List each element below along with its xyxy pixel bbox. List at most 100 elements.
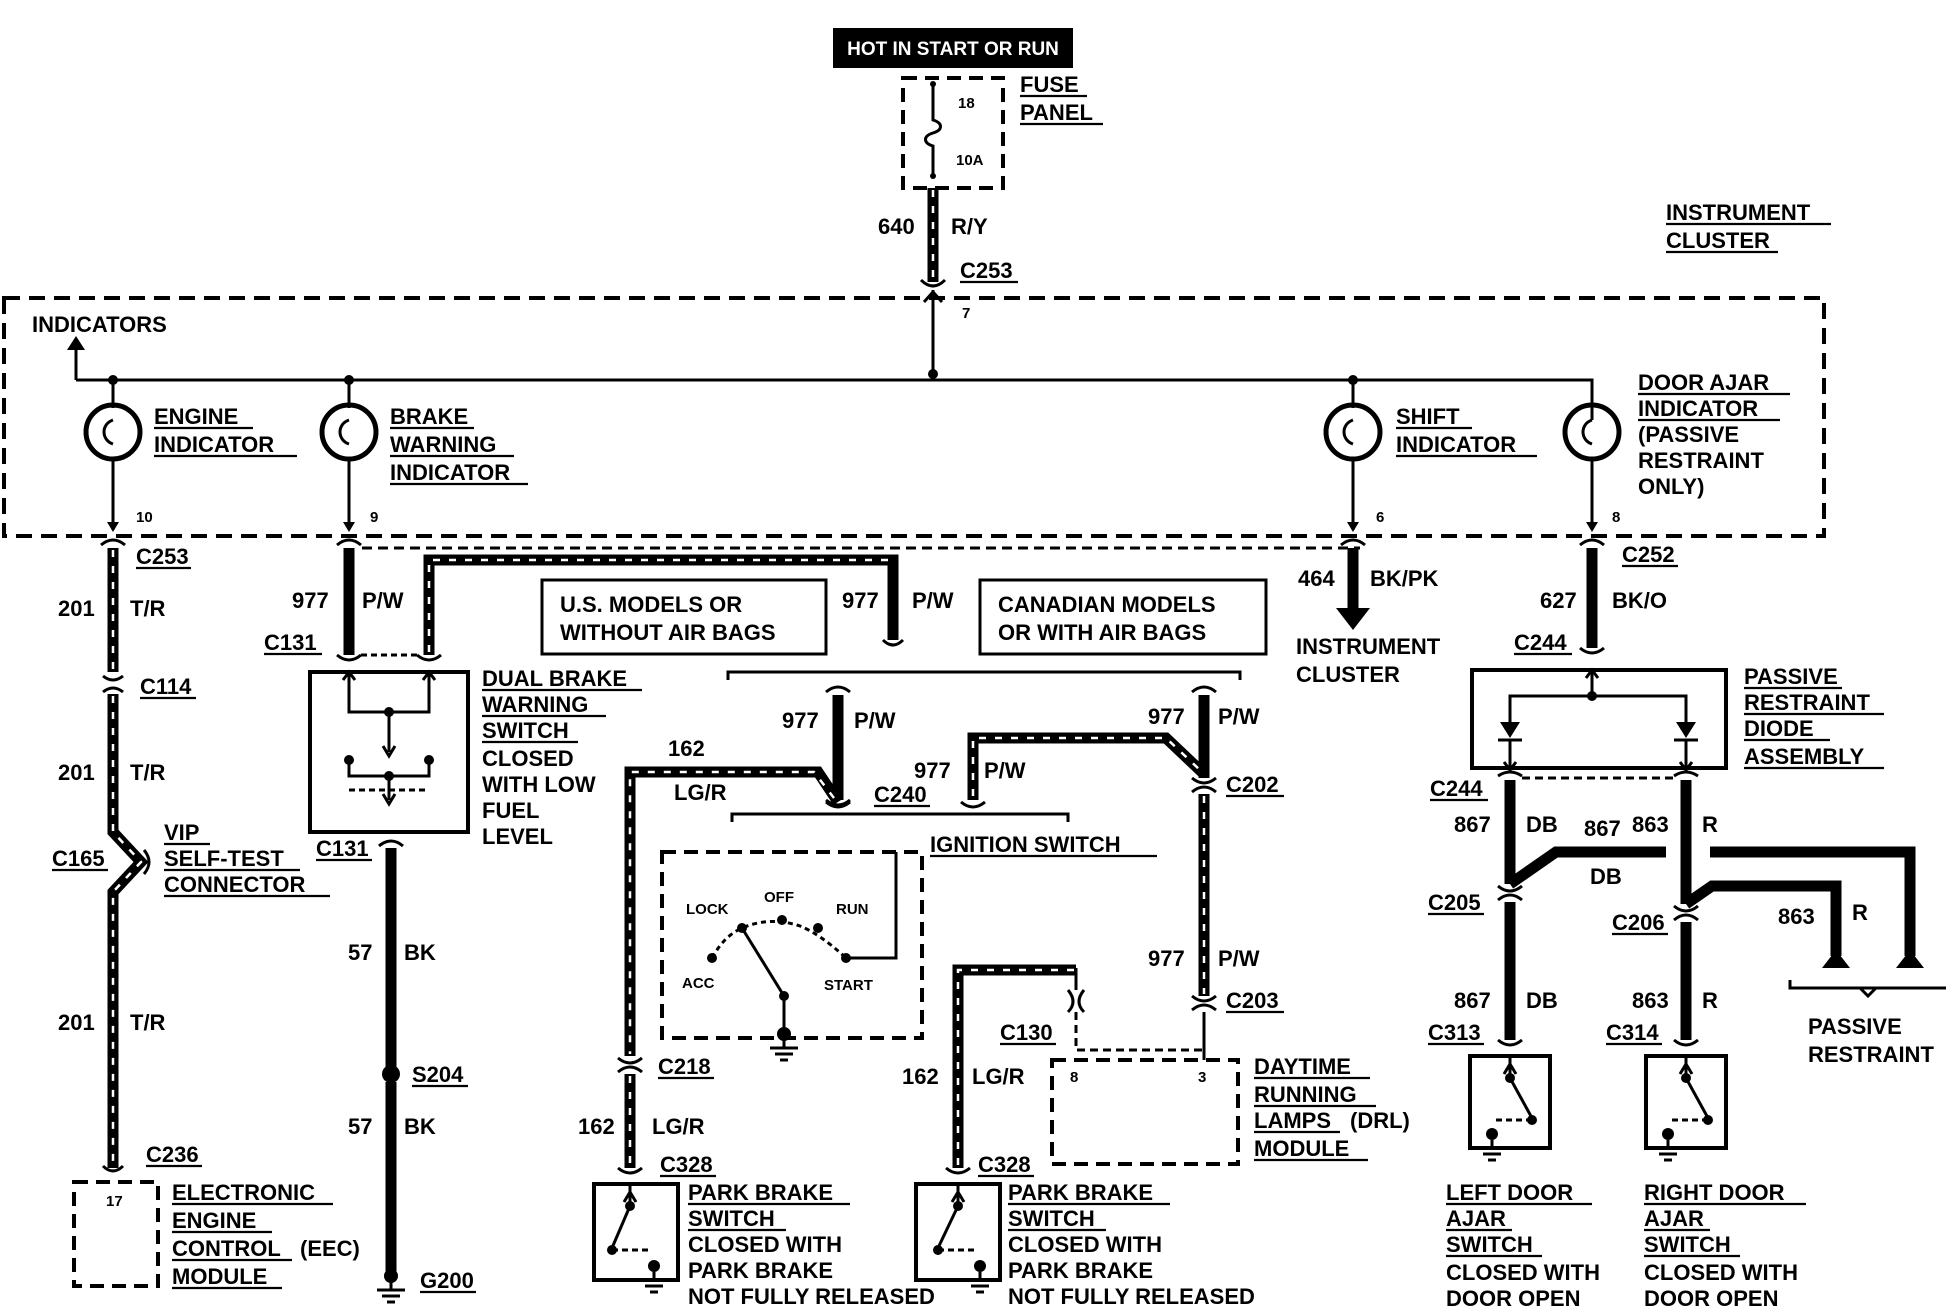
- engine-indicator: [83, 380, 143, 532]
- c206: C206: [1612, 910, 1665, 935]
- ca-c328: C328: [978, 1152, 1031, 1177]
- ignition-dial-icon: [710, 920, 848, 960]
- fuse-rating: 10A: [956, 152, 984, 169]
- hot-banner-text: HOT IN START OR RUN: [847, 39, 1059, 60]
- eec-module-label-3b: (EEC): [300, 1236, 360, 1261]
- ca-162-color: LG/R: [972, 1064, 1025, 1089]
- shift-color: BK/PK: [1370, 566, 1439, 591]
- park-brake-us-note: CLOSED WITH: [688, 1232, 842, 1257]
- door-ajar-label-5: ONLY): [1638, 474, 1704, 499]
- drl-label-4: MODULE: [1254, 1136, 1349, 1161]
- left-circuit-2: 867: [1454, 988, 1491, 1013]
- instrument-cluster-box: [2, 296, 1826, 538]
- park-brake-ca-label-2: SWITCH: [1008, 1206, 1095, 1231]
- drl-pin-right: 3: [1198, 1069, 1206, 1086]
- canadian-models-label-2: OR WITH AIR BAGS: [998, 620, 1206, 645]
- ignition-switch-box: [660, 850, 924, 1040]
- eec-module-label: ELECTRONIC: [172, 1180, 315, 1205]
- indicators-label: INDICATORS: [32, 312, 167, 337]
- eec-c165: C165: [52, 846, 105, 871]
- park-brake-us-label: PARK BRAKE: [688, 1180, 833, 1205]
- drl-977-circuit: 977: [1148, 946, 1185, 971]
- us-162-color: LG/R: [652, 1114, 705, 1139]
- brake-indicator: [319, 380, 379, 532]
- brake-indicator-label-2: WARNING: [390, 432, 496, 457]
- right-door-label-2: AJAR: [1644, 1206, 1704, 1231]
- brake-c131-bottom: C131: [316, 836, 369, 861]
- door-ajar-label-3: (PASSIVE: [1638, 422, 1739, 447]
- right-color-2: R: [1702, 988, 1718, 1013]
- vip-label: VIP: [164, 820, 199, 845]
- splice-s204: S204: [412, 1062, 464, 1087]
- dual-brake-label-2: WARNING: [482, 692, 588, 717]
- c314: C314: [1606, 1020, 1659, 1045]
- ignition-label: IGNITION SWITCH: [930, 832, 1121, 857]
- eec-module-label-4: MODULE: [172, 1264, 267, 1289]
- ground-color-2: BK: [404, 1114, 436, 1139]
- right-door-note-2: DOOR OPEN: [1644, 1286, 1778, 1311]
- hot-banner: [833, 28, 1073, 68]
- ign-162-color: LG/R: [674, 780, 727, 805]
- shift-indicator: [1323, 380, 1383, 532]
- passive-restraint-terminal-1: [1822, 950, 1850, 968]
- fuse-panel-box: [901, 76, 1005, 190]
- ca-977-color: P/W: [1218, 704, 1260, 729]
- dual-brake-switch-box: [308, 670, 470, 834]
- ign-lock: LOCK: [686, 901, 729, 918]
- drl-module-box: [1050, 1058, 1240, 1166]
- feed-pin: 7: [962, 305, 970, 322]
- door-c244-top: C244: [1514, 630, 1567, 655]
- drl-977-color: P/W: [1218, 946, 1260, 971]
- feed-color: R/Y: [951, 214, 988, 239]
- left-door-note-2: DOOR OPEN: [1446, 1286, 1580, 1311]
- eec-circuit-1: 201: [58, 596, 95, 621]
- us-c328: C328: [660, 1152, 713, 1177]
- vip-label-3: CONNECTOR: [164, 872, 305, 897]
- door-ajar-label: DOOR AJAR: [1638, 370, 1769, 395]
- fuse-number: 18: [958, 95, 975, 112]
- left-door-note: CLOSED WITH: [1446, 1260, 1600, 1285]
- right-door-label: RIGHT DOOR: [1644, 1180, 1785, 1205]
- shift-circuit: 464: [1298, 566, 1335, 591]
- park-brake-switch-us-box: [592, 1182, 680, 1282]
- park-brake-ca-note: CLOSED WITH: [1008, 1232, 1162, 1257]
- c218: C218: [658, 1054, 711, 1079]
- cluster-label: INSTRUMENT: [1666, 200, 1811, 225]
- drl-label-3b: (DRL): [1350, 1108, 1410, 1133]
- ca-162-circuit: 162: [902, 1064, 939, 1089]
- eec-circuit-3: 201: [58, 1010, 95, 1035]
- shift-pin: 6: [1376, 509, 1384, 526]
- diode-label-4: ASSEMBLY: [1744, 744, 1865, 769]
- diode-label: PASSIVE: [1744, 664, 1838, 689]
- eec-color-1: T/R: [130, 596, 166, 621]
- feed-connector: C253: [960, 258, 1013, 283]
- branch-circuit: 863: [1778, 904, 1815, 929]
- diode-assembly-box: [1470, 668, 1728, 770]
- diode-label-3: DIODE: [1744, 716, 1814, 741]
- us-162-circuit: 162: [578, 1114, 615, 1139]
- diode-right-icon: [1676, 722, 1696, 738]
- c205: C205: [1428, 890, 1481, 915]
- eec-pin: 17: [106, 1193, 123, 1210]
- us-models-box: [540, 578, 828, 656]
- drl-label-2: RUNNING: [1254, 1082, 1357, 1107]
- ground-circuit-1: 57: [348, 940, 372, 965]
- door-pin: 8: [1612, 509, 1620, 526]
- ground-color-1: BK: [404, 940, 436, 965]
- dual-brake-label-3: SWITCH: [482, 718, 569, 743]
- shift-label-2: INDICATOR: [1396, 432, 1516, 457]
- brake-c131-top: C131: [264, 630, 317, 655]
- dual-brake-note: CLOSED: [482, 746, 574, 771]
- left-color-2: DB: [1526, 988, 1558, 1013]
- c202: C202: [1226, 772, 1279, 797]
- diode-left-icon: [1500, 722, 1520, 738]
- c313: C313: [1428, 1020, 1481, 1045]
- ign-run: RUN: [836, 901, 869, 918]
- passive-restraint-terminal-2: [1896, 950, 1924, 968]
- drl-pin-left: 8: [1070, 1069, 1078, 1086]
- diode-label-2: RESTRAINT: [1744, 690, 1870, 715]
- passive-restraint-label-2: RESTRAINT: [1808, 1042, 1934, 1067]
- indicators-arrow-icon: [67, 336, 85, 350]
- shift-dest-2: CLUSTER: [1296, 662, 1400, 687]
- park-brake-ca-note-2: PARK BRAKE: [1008, 1258, 1153, 1283]
